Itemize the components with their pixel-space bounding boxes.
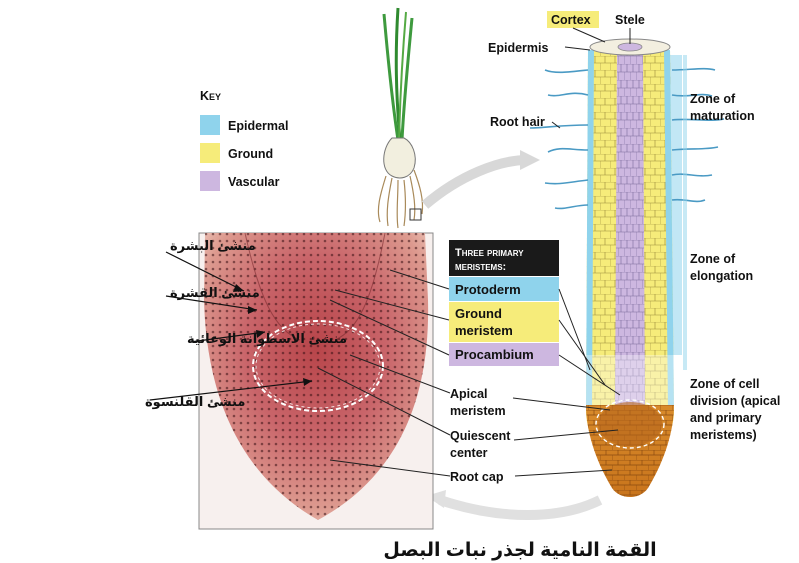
zone-division-line2: division (apical xyxy=(690,394,780,408)
meristems-header-line1: Three primary xyxy=(455,247,524,259)
three-primary-meristems-box: Three primary meristems: Protoderm Groun… xyxy=(449,240,559,366)
lower-zoom-arrow xyxy=(440,500,600,515)
color-key: Key Epidermal Ground Vascular xyxy=(200,89,288,191)
quiescent-center-line1: Quiescent xyxy=(450,429,511,443)
ground-meristem-label-line2: meristem xyxy=(455,323,513,338)
upper-zoom-arrow xyxy=(425,160,527,205)
stele-label: Stele xyxy=(615,13,645,27)
arabic-cortex-initial: منشئ القشرة xyxy=(170,285,260,300)
root-hair-label: Root hair xyxy=(490,115,545,129)
key-label-epidermal: Epidermal xyxy=(228,119,288,133)
apical-meristem-line2: meristem xyxy=(450,404,506,418)
procambium-label: Procambium xyxy=(455,347,534,362)
zone-division-line4: meristems) xyxy=(690,428,757,442)
meristems-header-line2: meristems: xyxy=(455,261,506,273)
apical-meristem-line1: Apical xyxy=(450,387,488,401)
zone-elongation-line1: Zone of xyxy=(690,252,736,266)
zone-elongation-line2: elongation xyxy=(690,269,753,283)
root-cap-label: Root cap xyxy=(450,470,504,484)
onion-plant-illustration xyxy=(378,8,422,228)
highlight-box xyxy=(410,209,421,220)
arabic-stele-initial: منشئ الاسطوانة الوعائية xyxy=(187,331,347,346)
arabic-cap-initial: منشئ القلنسوة xyxy=(145,394,245,409)
figure-caption: القمة النامية لجذر نبات البصل xyxy=(383,540,656,561)
zone-division-line1: Zone of cell xyxy=(690,377,759,391)
quiescent-center-line2: center xyxy=(450,446,488,460)
key-label-vascular: Vascular xyxy=(228,175,280,189)
key-title: Key xyxy=(200,89,221,103)
root-tip-micrograph xyxy=(199,233,433,529)
key-label-ground: Ground xyxy=(228,147,273,161)
key-swatch-ground xyxy=(200,143,220,163)
zone-maturation-line2: maturation xyxy=(690,109,755,123)
protoderm-label: Protoderm xyxy=(455,282,521,297)
epidermis-label: Epidermis xyxy=(488,41,548,55)
key-swatch-epidermal xyxy=(200,115,220,135)
cortex-label: Cortex xyxy=(551,13,591,27)
arabic-epidermis-initial: منشئ البشرة xyxy=(170,238,256,253)
zone-maturation-line1: Zone of xyxy=(690,92,736,106)
ground-meristem-label-line1: Ground xyxy=(455,306,502,321)
zone-bar xyxy=(683,55,687,370)
zone-division-line3: and primary xyxy=(690,411,762,425)
key-swatch-vascular xyxy=(200,171,220,191)
